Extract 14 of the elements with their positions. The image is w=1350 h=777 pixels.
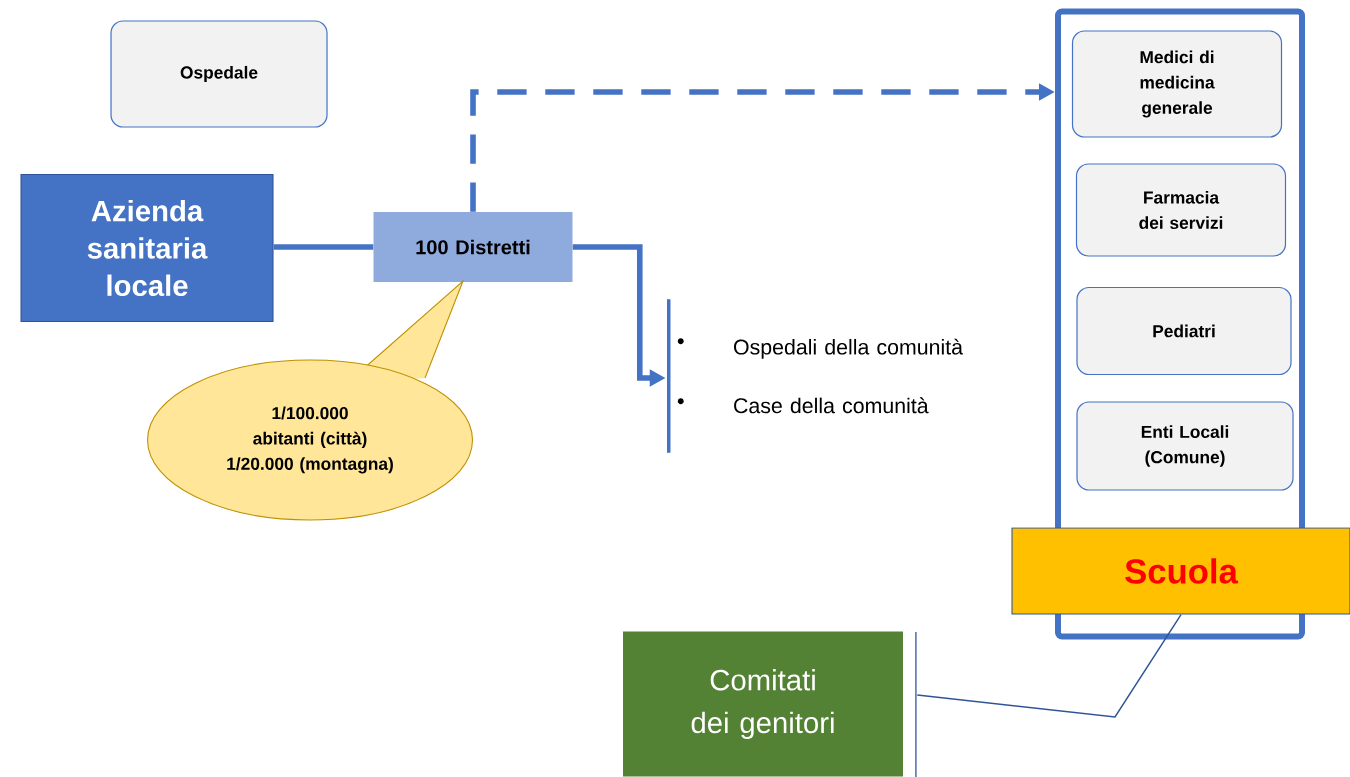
group-frame [1055, 8, 1305, 640]
school-box: Scuola [1011, 527, 1350, 615]
rounded-box: Pediatri [1076, 286, 1292, 376]
rounded-box: Farmacia dei servizi [1075, 163, 1287, 257]
rounded-box: Medici di medicina generale [1071, 30, 1283, 138]
rounded-box: Ospedale [110, 20, 328, 128]
leader-line [916, 613, 1182, 718]
organization-box: Azienda sanitaria locale [20, 173, 274, 323]
committee-box: Comitati dei genitori [623, 631, 903, 777]
district-box: 100 Distretti [373, 212, 573, 282]
node-label: Ospedali della comunità [734, 338, 963, 359]
rounded-box: Enti Locali (Comune) [1076, 401, 1294, 491]
node-label: Case della comunità [734, 397, 929, 414]
bullet-list: Ospedali della comunità Case della comunità [667, 299, 963, 453]
